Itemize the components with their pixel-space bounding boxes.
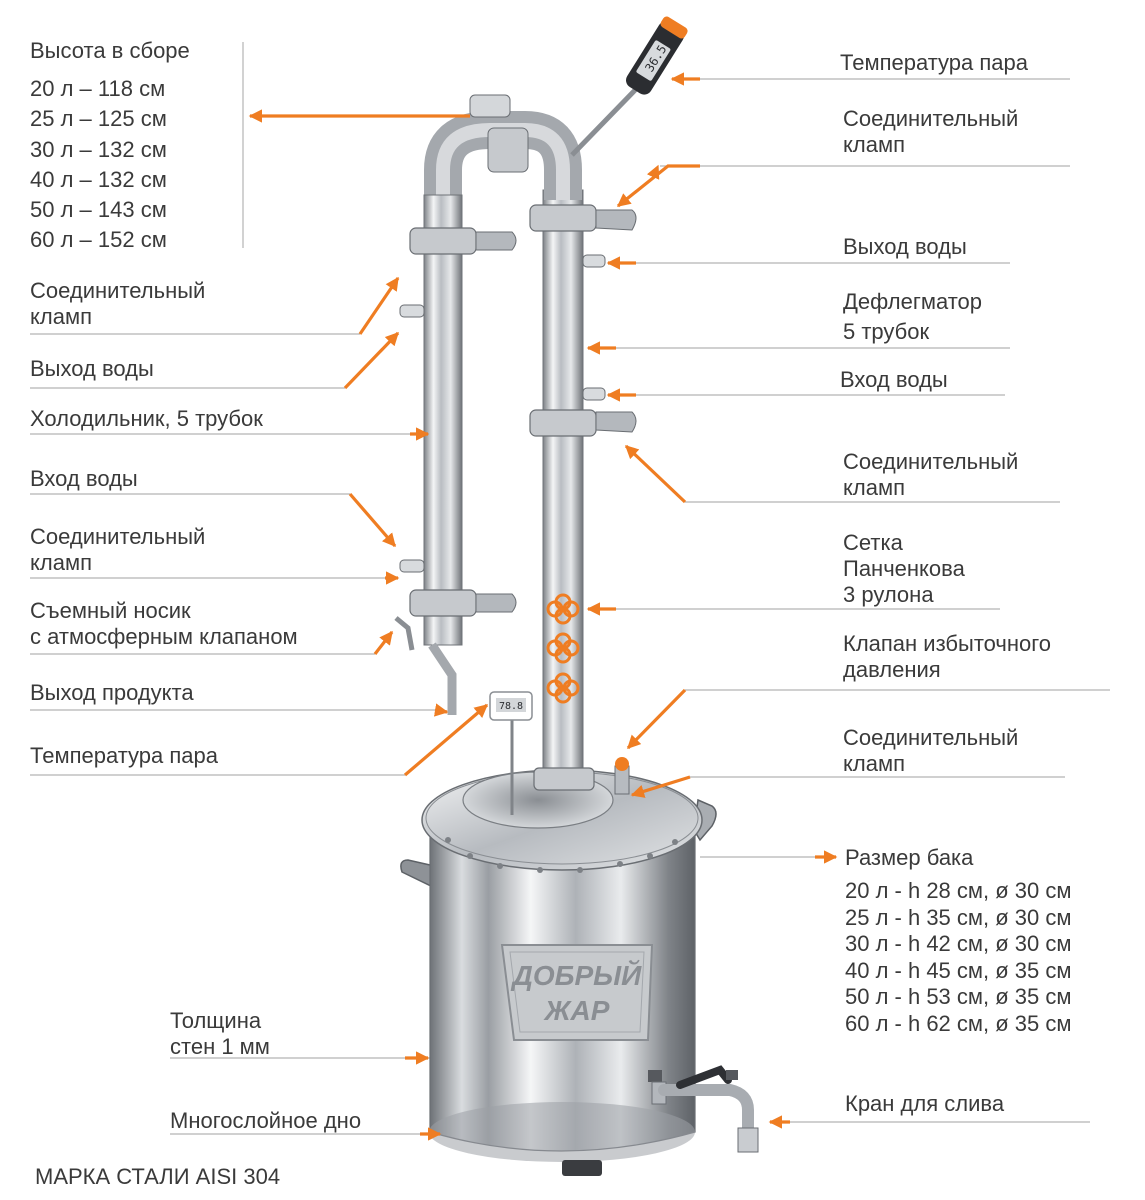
arrow-left-spout <box>373 630 394 655</box>
mesh-panchenkov <box>546 593 580 704</box>
label-left-steam-temp: Температура пара <box>30 743 218 768</box>
height-title: Высота в сборе <box>30 38 190 63</box>
top-cap <box>469 94 511 118</box>
brand-line1: ДОБРЫЙ <box>511 959 643 991</box>
label-line: кламп <box>843 132 905 157</box>
label-line: Соединительный <box>30 524 206 549</box>
label-left-water-in: Вход воды <box>30 466 138 491</box>
tank-size-item: 30 л - h 42 см, ø 30 см <box>845 931 1072 956</box>
tank-size-list: 20 л - h 28 см, ø 30 см 25 л - h 35 см, … <box>845 878 1072 1037</box>
tank-size-item: 60 л - h 62 см, ø 35 см <box>845 1010 1072 1036</box>
brand-plate <box>500 944 654 1041</box>
label-right-water-in: Вход воды <box>840 367 948 392</box>
arrow-left-clamp1 <box>358 276 400 335</box>
cooler-clamp-bottom <box>409 589 477 617</box>
label-line: кламп <box>843 751 905 776</box>
height-item: 20 л – 118 см <box>30 76 166 101</box>
label-left-water-out: Выход воды <box>30 356 154 381</box>
top-clamp <box>487 127 529 173</box>
label-left-clamp1: Соединительный кламп <box>30 278 205 330</box>
label-line: Съемный носик <box>30 598 191 623</box>
arrow-left-water-in <box>348 492 397 548</box>
tank-size-item: 25 л - h 35 см, ø 30 см <box>845 904 1072 930</box>
pressure-valve <box>614 757 630 795</box>
label-line: Соединительный <box>30 278 206 303</box>
label-line: кламп <box>30 304 92 329</box>
label-cooler: Холодильник, 5 трубок <box>30 406 263 431</box>
arrow-left-water-out <box>343 331 400 390</box>
leader-lines <box>30 42 1110 1135</box>
height-list: 20 л – 118 см 25 л – 125 см 30 л – 132 с… <box>30 74 167 256</box>
arrow-left-steam-temp <box>403 703 489 777</box>
label-line: Соединительный <box>843 106 1019 131</box>
arrow-left-product <box>433 703 449 717</box>
height-item: 25 л – 125 см <box>30 106 167 132</box>
arrow-right-clamp-top <box>616 164 700 208</box>
label-line: давления <box>843 657 941 682</box>
label-right-clamp-top: Соединительный кламп <box>843 106 1018 158</box>
deph-water-in-port <box>582 387 606 401</box>
label-line: Панченкова <box>843 556 965 581</box>
label-right-clamp-low: Соединительный кламп <box>843 725 1018 777</box>
label-right-clamp-mid: Соединительный кламп <box>843 449 1018 501</box>
height-item: 30 л – 132 см <box>30 136 167 162</box>
deph-water-out-port <box>582 254 606 268</box>
cooler-clamp-top <box>409 227 477 255</box>
drain-tap <box>648 1065 759 1153</box>
label-wall: Толщина стен 1 мм <box>170 1008 270 1060</box>
label-line: Сетка <box>843 530 903 555</box>
column-clamp-top <box>529 204 597 232</box>
tank-foot <box>562 1160 602 1176</box>
cooler-water-out-port <box>399 304 425 318</box>
brand-line2: ЖАР <box>543 995 610 1026</box>
tank <box>400 769 759 1176</box>
label-line: кламп <box>843 475 905 500</box>
label-spout: Съемный носик с атмосферным клапаном <box>30 598 298 650</box>
label-drain: Кран для слива <box>845 1091 1005 1116</box>
height-item: 40 л – 132 см <box>30 166 167 192</box>
lid-thermometer <box>489 691 533 815</box>
top-thermometer <box>570 16 688 157</box>
label-line: с атмосферным клапаном <box>30 624 298 649</box>
label-product-out: Выход продукта <box>30 680 194 705</box>
steel-grade: МАРКА СТАЛИ AISI 304 <box>35 1164 281 1189</box>
top-bend <box>424 94 582 200</box>
label-line: 5 трубок <box>843 319 930 344</box>
label-right-steam-temp: Температура пара <box>840 50 1028 75</box>
label-right-water-out: Выход воды <box>843 234 967 259</box>
label-line: Соединительный <box>843 725 1019 750</box>
cooler <box>394 194 517 715</box>
label-tank-title: Размер бака <box>845 845 974 870</box>
label-dephlegmator: Дефлегматор 5 трубок <box>843 287 982 347</box>
arrow-right-clamp-mid <box>624 444 687 504</box>
arrow-right-valve <box>626 688 687 750</box>
label-line: 3 рулона <box>843 582 934 607</box>
probe-display: 78.8 <box>499 701 523 712</box>
height-item: 60 л – 152 см <box>30 227 167 253</box>
tank-size-item: 50 л - h 53 см, ø 35 см <box>845 984 1072 1009</box>
label-line: Дефлегматор <box>843 289 983 314</box>
label-line: Клапан избыточного <box>843 631 1052 656</box>
label-mesh: Сетка Панченкова 3 рулона <box>843 530 965 608</box>
column-clamp-low <box>533 767 595 791</box>
arrow-right-clamp-low <box>630 775 691 798</box>
label-line: Соединительный <box>843 449 1019 474</box>
tank-size-item: 40 л - h 45 см, ø 35 см <box>845 957 1072 983</box>
cooler-water-in-port <box>399 559 425 573</box>
label-left-clamp2: Соединительный кламп <box>30 524 205 576</box>
arrows <box>248 72 838 1141</box>
label-line: Толщина <box>170 1008 262 1033</box>
tank-size-item: 20 л - h 28 см, ø 30 см <box>845 878 1072 903</box>
product-spout <box>428 642 457 715</box>
height-item: 50 л – 143 см <box>30 197 167 223</box>
label-line: кламп <box>30 550 92 575</box>
column-clamp-mid <box>529 409 597 437</box>
label-bottom: Многослойное дно <box>170 1108 362 1133</box>
atm-valve <box>394 616 415 651</box>
column <box>529 189 637 791</box>
label-line: стен 1 мм <box>170 1034 270 1059</box>
label-valve: Клапан избыточного давления <box>843 631 1051 683</box>
